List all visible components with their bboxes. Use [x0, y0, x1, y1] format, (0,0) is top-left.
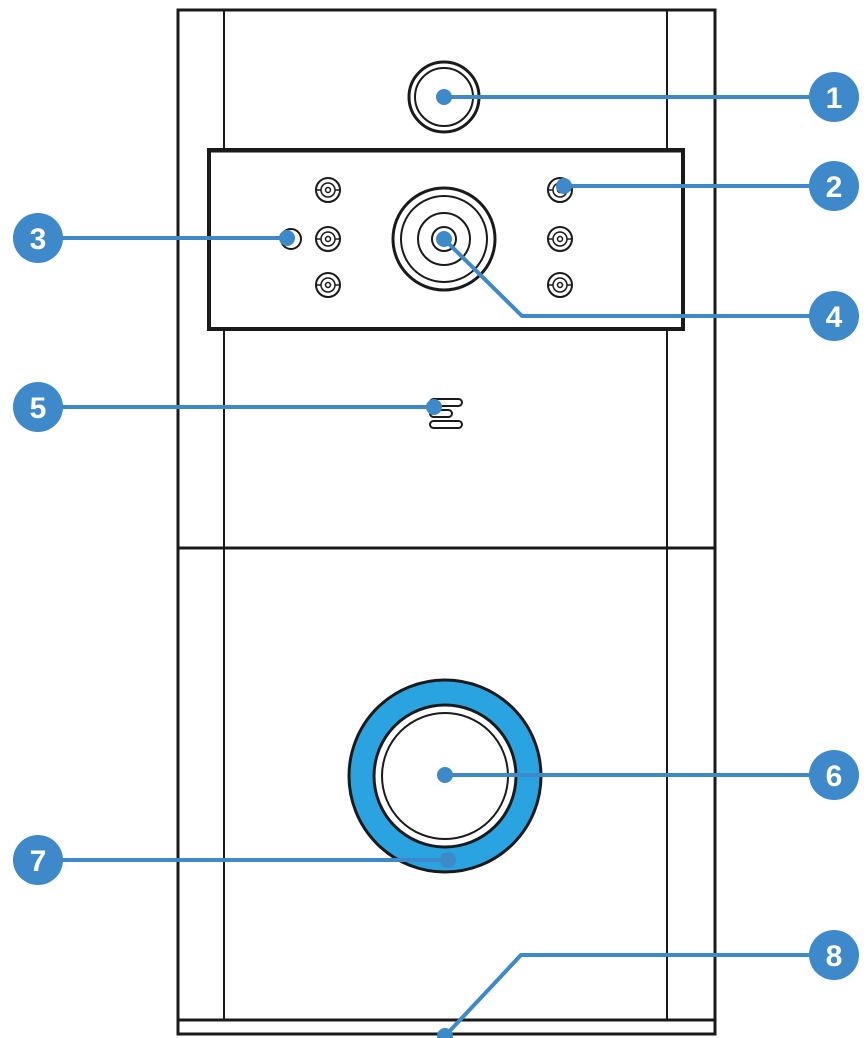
callout-5: 5: [13, 382, 442, 432]
callout-anchor-4: [436, 231, 452, 247]
infrared-led-icon: [547, 272, 573, 298]
callout-7: 7: [13, 835, 456, 885]
callout-number-1: 1: [826, 82, 843, 115]
callout-number-4: 4: [826, 301, 843, 334]
callout-anchor-7: [440, 852, 456, 868]
lens-ring-2: [400, 195, 488, 283]
callout-2: 2: [556, 161, 859, 211]
callout-badge-1: [809, 72, 859, 122]
callout-anchor-2: [556, 178, 572, 194]
callout-anchor-3: [279, 230, 295, 246]
callout-number-3: 3: [30, 223, 47, 256]
callout-badge-6: [809, 750, 859, 800]
infrared-led-icon: [315, 226, 341, 252]
callout-badge-3: [13, 213, 63, 263]
callout-number-6: 6: [826, 760, 843, 793]
callout-line-8: [443, 953, 834, 1038]
callout-anchor-1: [436, 89, 452, 105]
callout-line-4: [442, 237, 834, 318]
lens-ring-4: [431, 226, 457, 252]
callout-number-2: 2: [826, 171, 843, 204]
infrared-led-icon: [315, 272, 341, 298]
callout-number-7: 7: [30, 845, 47, 878]
lens-ring-3: [417, 212, 471, 266]
infrared-led-icon: [315, 177, 341, 203]
camera-lens: [391, 186, 497, 292]
callout-3: 3: [13, 213, 295, 263]
callout-number-8: 8: [826, 940, 843, 973]
infrared-led-group: [315, 177, 573, 298]
callout-layer: 1 2 3 4 5 6 7 8: [13, 72, 859, 1038]
callout-number-5: 5: [30, 392, 47, 425]
callout-badge-8: [809, 930, 859, 980]
callout-anchor-6: [437, 767, 453, 783]
callout-1: 1: [436, 72, 859, 122]
callout-anchor-5: [426, 399, 442, 415]
callout-4: 4: [436, 231, 859, 341]
callout-badge-2: [809, 161, 859, 211]
callout-badge-4: [809, 291, 859, 341]
lens-ring-1: [391, 186, 497, 292]
infrared-led-icon: [547, 226, 573, 252]
callout-anchor-8: [437, 1028, 453, 1038]
mic-slot-bottom: [429, 420, 463, 429]
callout-badge-7: [13, 835, 63, 885]
callout-6: 6: [437, 750, 859, 800]
callout-8: 8: [437, 930, 859, 1038]
callout-badge-5: [13, 382, 63, 432]
